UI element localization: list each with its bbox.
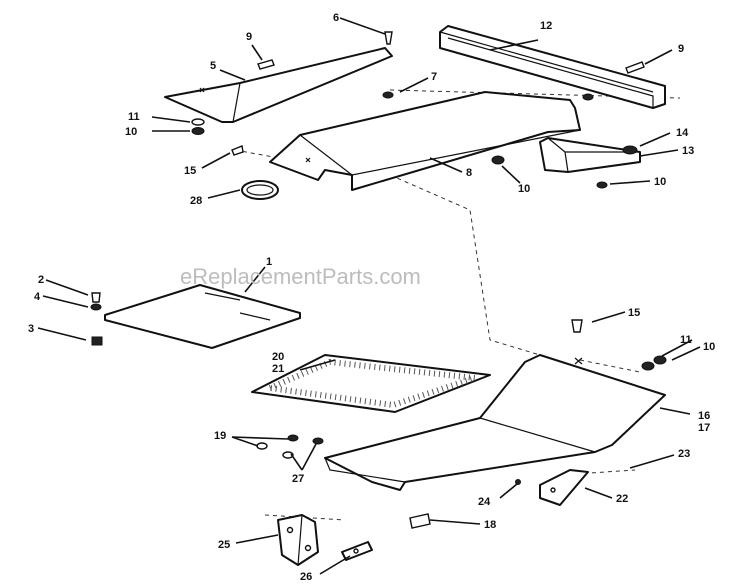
hardware xyxy=(90,31,667,529)
callout-28: 28 xyxy=(190,195,202,207)
callout-2: 2 xyxy=(38,274,44,286)
callout-23: 23 xyxy=(678,448,690,460)
callout-24: 24 xyxy=(478,496,491,508)
part-22-small-bracket[interactable] xyxy=(539,469,589,506)
callout-10c: 10 xyxy=(654,176,666,188)
part-8-arched-cover[interactable] xyxy=(269,91,581,191)
callout-27: 27 xyxy=(292,473,304,485)
callout-8: 8 xyxy=(466,167,472,179)
callout-3: 3 xyxy=(28,323,34,335)
callout-21: 21 xyxy=(272,363,284,375)
callout-4: 4 xyxy=(34,291,41,303)
callout-11a: 11 xyxy=(128,111,140,123)
callout-20: 20 xyxy=(272,351,284,363)
callout-5: 5 xyxy=(210,60,216,72)
callout-17: 17 xyxy=(698,422,710,434)
callout-26: 26 xyxy=(300,571,312,583)
callout-13: 13 xyxy=(682,145,694,157)
part-16-17-tray[interactable] xyxy=(324,354,666,491)
part-20-21-perforated-pad[interactable] xyxy=(251,354,491,413)
leader-lines xyxy=(37,17,701,575)
callout-18: 18 xyxy=(484,519,496,531)
callout-12: 12 xyxy=(540,20,552,32)
callout-10b: 10 xyxy=(518,183,530,195)
watermark-text: eReplacementParts.com xyxy=(180,264,421,289)
part-28-grommet[interactable] xyxy=(241,180,279,200)
part-25-angle-bracket[interactable] xyxy=(277,514,319,566)
callout-6: 6 xyxy=(333,12,339,24)
callout-19: 19 xyxy=(214,430,226,442)
callout-7: 7 xyxy=(431,71,437,83)
callout-10a: 10 xyxy=(125,126,137,138)
callout-15b: 15 xyxy=(628,307,640,319)
callout-16: 16 xyxy=(698,410,710,422)
part-5-angle-bracket[interactable] xyxy=(164,47,393,123)
part-13-bracket[interactable] xyxy=(539,137,641,173)
callout-9a: 9 xyxy=(246,31,252,43)
callout-11b: 11 xyxy=(680,334,692,346)
callout-9b: 9 xyxy=(678,43,684,55)
part-1-flat-plate[interactable] xyxy=(104,284,301,349)
callout-1: 1 xyxy=(266,256,272,268)
callout-10d: 10 xyxy=(703,341,715,353)
callout-14: 14 xyxy=(676,127,689,139)
callout-22: 22 xyxy=(616,493,628,505)
callout-25: 25 xyxy=(218,539,230,551)
callout-labels: 1 2 3 4 5 6 7 8 9 9 10 10 10 10 11 11 12… xyxy=(28,12,715,583)
callout-15a: 15 xyxy=(184,165,196,177)
part-12-rail[interactable] xyxy=(439,25,666,109)
